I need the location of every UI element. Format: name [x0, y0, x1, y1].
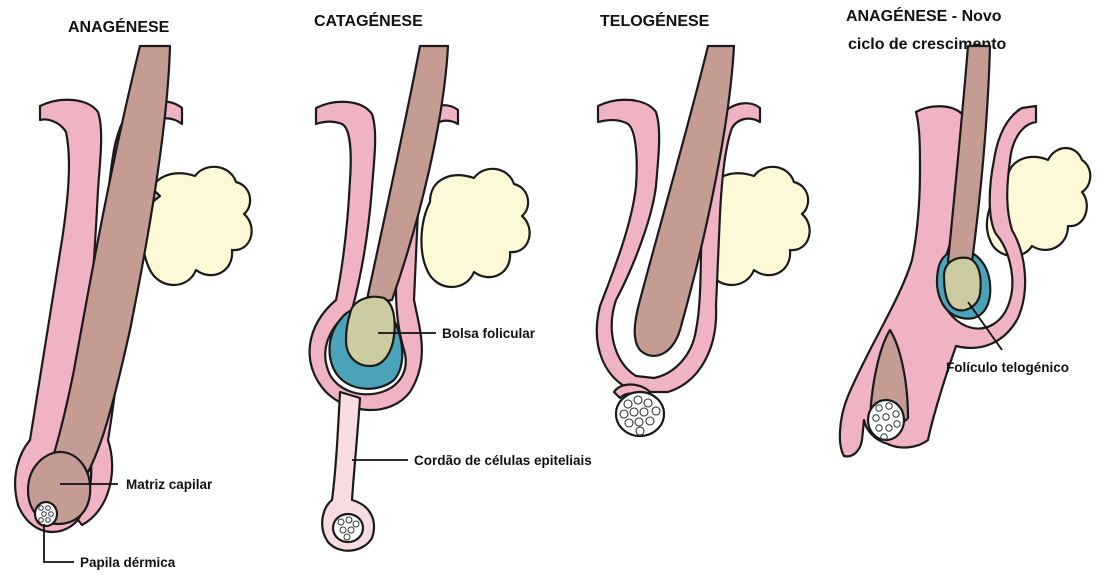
dermal-papilla	[333, 514, 363, 542]
club-hair	[944, 258, 981, 311]
sebaceous-gland	[143, 167, 252, 285]
follicle-telogenese	[597, 46, 810, 436]
label-cordao: Cordão de células epiteliais	[414, 453, 592, 468]
follicle-anagenese: Matriz capilar Papila dérmica	[15, 46, 252, 570]
sebaceous-gland	[421, 169, 529, 287]
title-catagenese: CATAGÉNESE	[314, 11, 423, 30]
title-anagenese-novo-line1: ANAGÉNESE - Novo	[846, 6, 1002, 25]
label-papila-dermica: Papila dérmica	[80, 555, 176, 570]
label-bolsa-folicular: Bolsa folicular	[442, 326, 536, 341]
follicle-anagenese-novo: Folículo telogénico	[840, 46, 1090, 456]
dermal-papilla	[868, 400, 904, 440]
title-telogenese: TELOGÉNESE	[600, 11, 710, 30]
dermal-papilla	[35, 502, 57, 526]
label-foliculo-telogenico: Folículo telogénico	[946, 360, 1069, 375]
label-matriz-capilar: Matriz capilar	[126, 477, 213, 492]
dermal-papilla	[616, 392, 664, 436]
follicle-catagenese: Bolsa folicular Cordão de células epitel…	[310, 46, 592, 551]
club-hair	[346, 297, 395, 366]
title-anagenese: ANAGÉNESE	[68, 17, 170, 36]
